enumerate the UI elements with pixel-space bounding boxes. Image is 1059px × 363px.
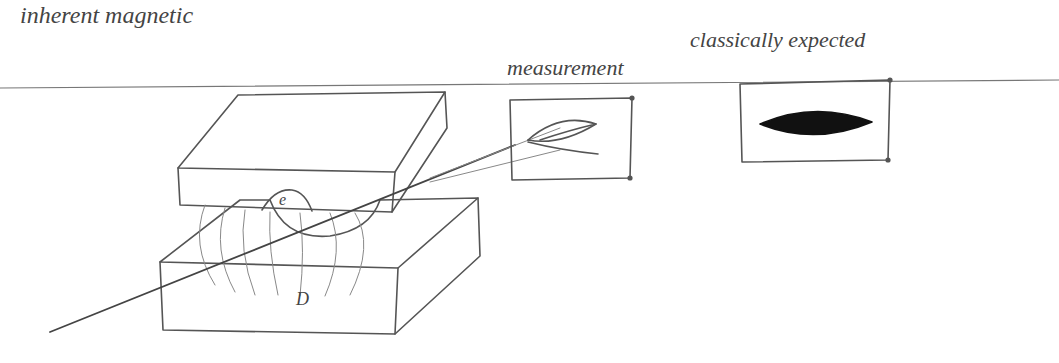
beam-upper [430,128,560,178]
field-lines [199,205,364,296]
pole-letter: e [279,191,286,209]
bottom-magnet [160,198,480,334]
pole-letter: D [296,290,309,310]
screen-label: classically expected [690,28,865,52]
classical-screen [740,78,892,162]
beam-lower [430,150,560,182]
heading-note: inherent magnetic [20,2,193,28]
atom-beam [50,145,515,332]
measurement-screen [510,96,634,180]
rule-line [0,80,1059,88]
screen-label: measurement [507,56,624,80]
top-magnet [178,92,447,212]
